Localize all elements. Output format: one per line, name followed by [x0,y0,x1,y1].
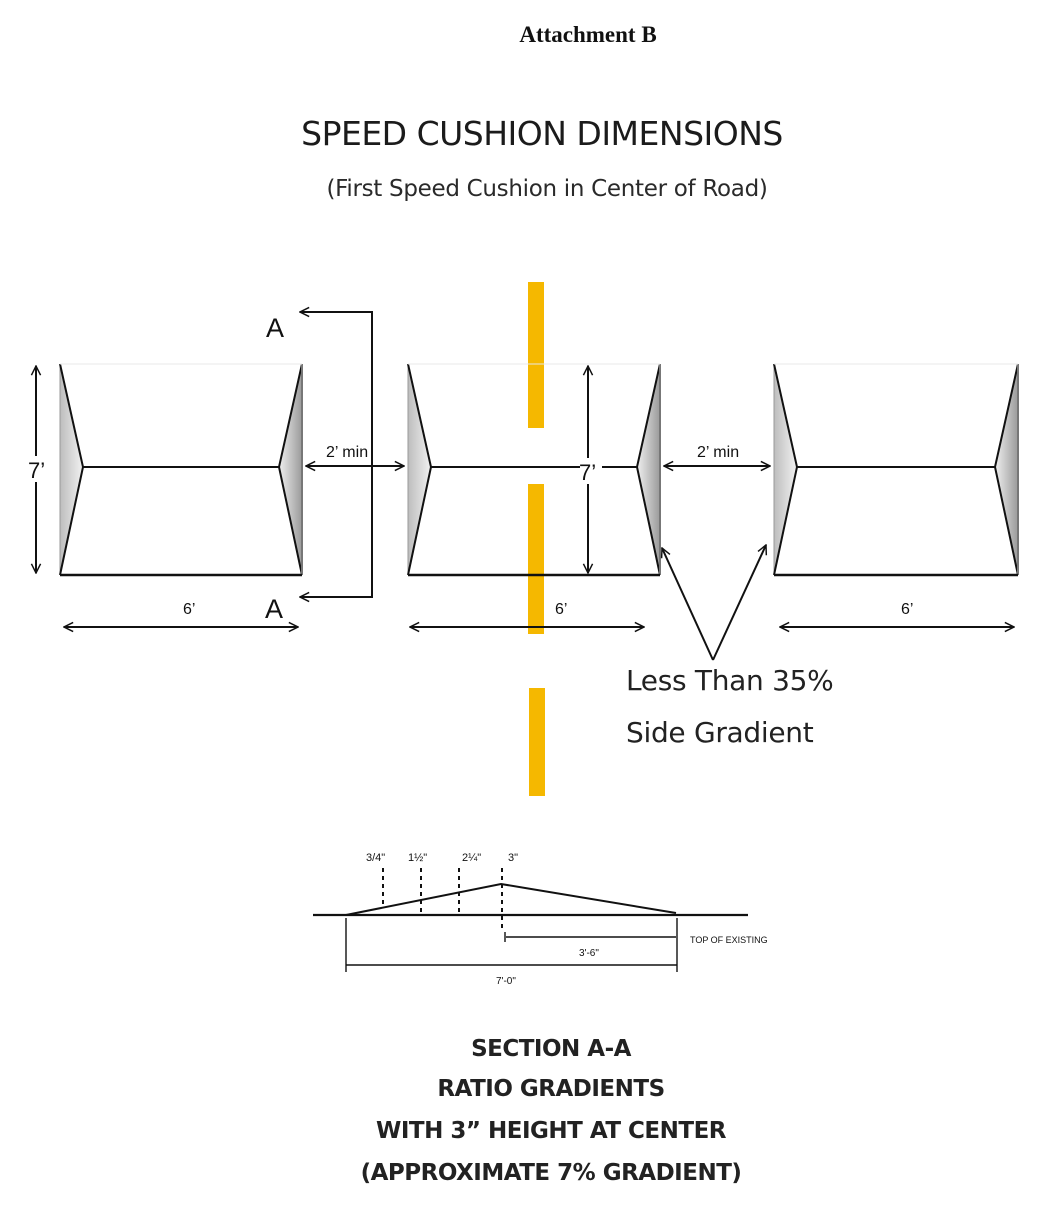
speed-cushion-3 [773,363,1019,577]
centerline-dash [528,484,544,634]
section-height-label: 1½" [408,852,427,864]
width-label-3: 6’ [901,601,913,618]
gradient-note-line1: Less Than 35% [626,664,834,697]
section-caption-line4: (APPROXIMATE 7% GRADIENT) [360,1160,742,1186]
page-subtitle: (First Speed Cushion in Center of Road) [326,176,768,202]
attachment-label: Attachment B [519,22,657,47]
section-height-label: 3/4" [366,852,385,864]
height-label-1: 7’ [28,458,45,483]
speed-cushion-2 [407,363,661,577]
gradient-note-line2: Side Gradient [626,716,814,749]
section-caption-line2: RATIO GRADIENTS [437,1076,665,1102]
road-centerline [528,282,545,796]
width-label-2: 6’ [555,601,567,618]
full-width-label: 7'-0" [496,976,516,987]
centerline-dash [529,688,545,796]
height-label-2: 7’ [579,460,596,485]
section-marker-bottom: A [265,594,283,624]
top-of-existing-label: TOP OF EXISTING [690,935,768,945]
centerline-dash [528,282,544,428]
gap-label-1: 2’ min [326,444,368,461]
section-marker-top: A [266,313,284,343]
gap-label-2: 2’ min [697,444,739,461]
width-label-1: 6’ [183,601,195,618]
section-height-label: 3" [508,852,518,864]
section-cut-line [300,312,373,597]
speed-cushion-1 [59,363,303,577]
half-width-label: 3'-6" [579,948,599,959]
section-height-label: 2¼" [462,852,481,864]
section-profile [313,868,748,972]
gradient-pointer-arrows [662,545,766,661]
section-caption-line3: WITH 3” HEIGHT AT CENTER [375,1118,727,1144]
page-title: SPEED CUSHION DIMENSIONS [301,114,783,153]
section-caption-line1: SECTION A-A [471,1036,631,1062]
